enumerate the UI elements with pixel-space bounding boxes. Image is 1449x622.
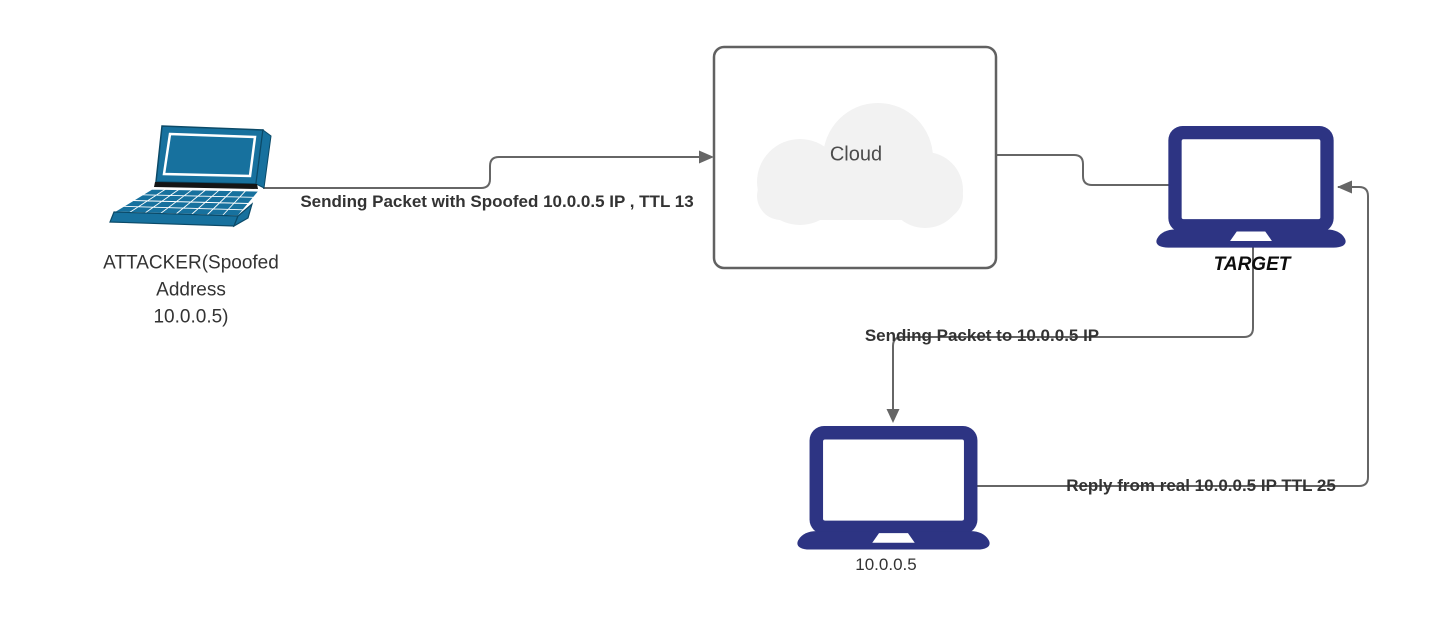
arrowhead-left-icon [1337,180,1352,194]
arrowhead-right-icon [699,150,714,164]
real-host-label: 10.0.0.5 [855,555,917,574]
arrowhead-down-icon [886,409,900,423]
attacker-label: ATTACKER(Spoofed Address 10.0.0.5) [103,250,279,331]
edge-label-real-host-to-target: Reply from real 10.0.0.5 IP TTL 25 [1066,476,1336,495]
attacker-label-line: ATTACKER(Spoofed [103,252,279,274]
target-label: TARGET [1213,254,1291,275]
edge-label-attacker-to-cloud: Sending Packet with Spoofed 10.0.0.5 IP … [300,192,694,211]
edge-label-target-to-real-host: Sending Packet to 10.0.0.5 IP [864,326,1100,345]
attacker-label-line: 10.0.0.5) [153,306,229,328]
edge-real-host-to-target [976,180,1369,487]
attacker-laptop-3d-icon [109,125,272,228]
edge-target-to-real-host [886,247,1254,423]
cloud-label: Cloud [829,143,883,166]
cloud-node [712,45,998,270]
edge-attacker-to-cloud [263,150,714,189]
attacker-label-line: Address [156,279,226,301]
real-host-laptop-icon [797,426,990,550]
edge-cloud-to-target [997,154,1172,186]
target-laptop-icon [1156,126,1346,248]
cloud-icon [757,103,963,228]
